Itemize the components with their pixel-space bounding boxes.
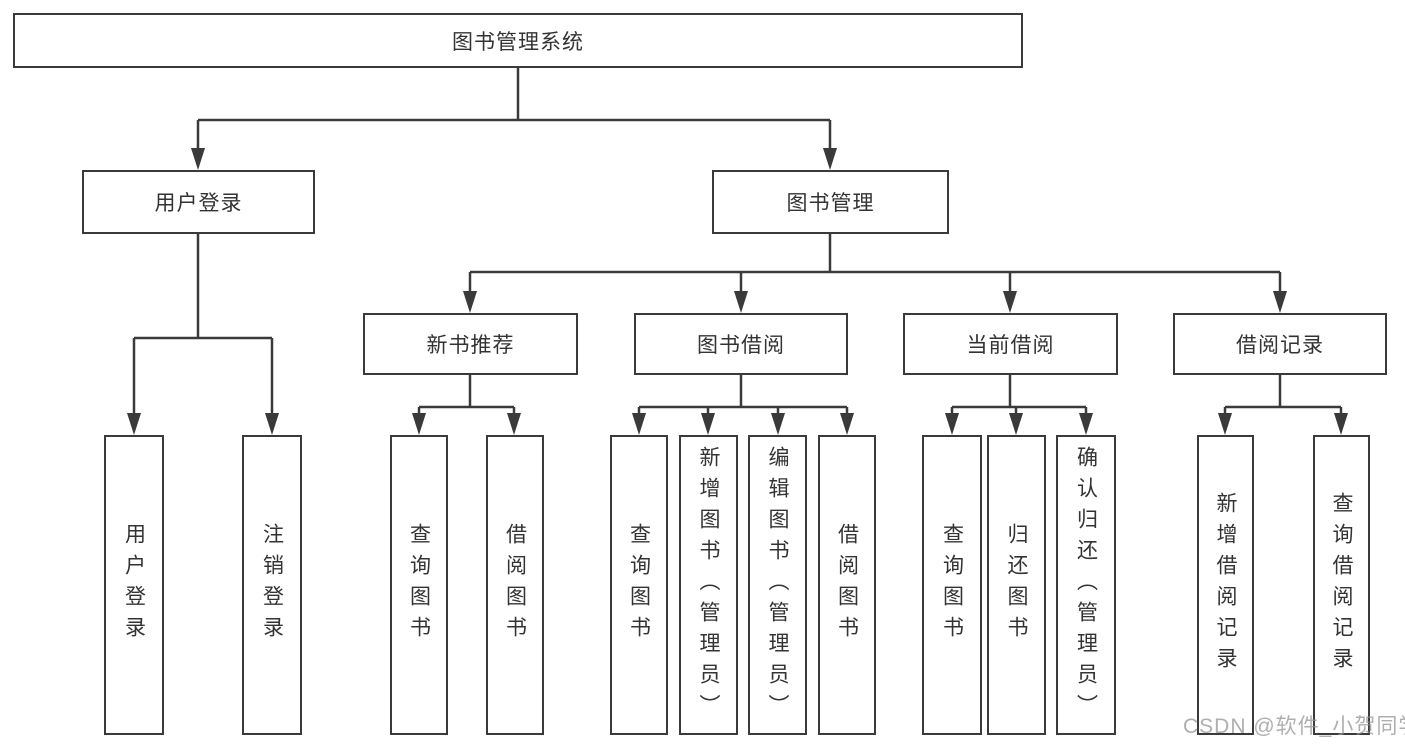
node-label: 图书管理: [786, 192, 875, 215]
node-book-management: 图书管理: [712, 170, 949, 234]
node-label: 查询图书: [627, 523, 651, 647]
leaf-borrow-books-recommend: 借阅图书: [486, 435, 544, 735]
node-label: 借阅记录: [1236, 334, 1324, 357]
node-label: 借阅图书: [503, 523, 527, 647]
node-label: 查询图书: [407, 523, 431, 647]
node-library-management-system: 图书管理系统: [13, 13, 1023, 68]
node-label: 新书推荐: [426, 334, 515, 357]
leaf-query-borrow-record: 查询借阅记录: [1313, 435, 1370, 735]
node-current-borrowing: 当前借阅: [903, 313, 1118, 375]
node-label: 用户登录: [122, 523, 146, 647]
watermark: CSDN @软件_小贺同学: [1183, 715, 1405, 738]
node-label: 借阅图书: [835, 523, 859, 647]
leaf-query-books-borrowing: 查询图书: [610, 435, 668, 735]
leaf-edit-book-admin: 编辑图书（管理员）: [748, 435, 807, 735]
node-label: 图书管理系统: [452, 30, 584, 54]
leaf-return-books: 归还图书: [987, 435, 1046, 735]
node-borrowing-records: 借阅记录: [1173, 313, 1387, 375]
node-label: 注销登录: [260, 523, 284, 647]
node-user-login: 用户登录: [82, 170, 315, 234]
node-label: 归还图书: [1005, 523, 1029, 647]
node-label: 查询借阅记录: [1330, 492, 1354, 678]
node-label: 图书借阅: [697, 334, 785, 357]
node-label: 用户登录: [154, 192, 243, 215]
leaf-query-books-recommend: 查询图书: [390, 435, 448, 735]
leaf-logout: 注销登录: [242, 435, 302, 735]
leaf-user-login: 用户登录: [104, 435, 164, 735]
leaf-borrow-books: 借阅图书: [818, 435, 876, 735]
leaf-add-borrow-record: 新增借阅记录: [1197, 435, 1254, 735]
node-label: 新增图书（管理员）: [697, 445, 721, 725]
leaf-query-books-current: 查询图书: [922, 435, 982, 735]
node-label: 当前借阅: [966, 334, 1055, 357]
node-label: 编辑图书（管理员）: [766, 445, 790, 725]
node-label: 查询图书: [940, 523, 964, 647]
node-book-borrowing: 图书借阅: [634, 313, 848, 375]
node-label: 新增借阅记录: [1214, 492, 1238, 678]
node-new-book-recommendation: 新书推荐: [363, 313, 578, 375]
leaf-confirm-return-admin: 确认归还（管理员）: [1056, 435, 1116, 735]
leaf-add-book-admin: 新增图书（管理员）: [679, 435, 738, 735]
node-label: 确认归还（管理员）: [1074, 445, 1098, 725]
